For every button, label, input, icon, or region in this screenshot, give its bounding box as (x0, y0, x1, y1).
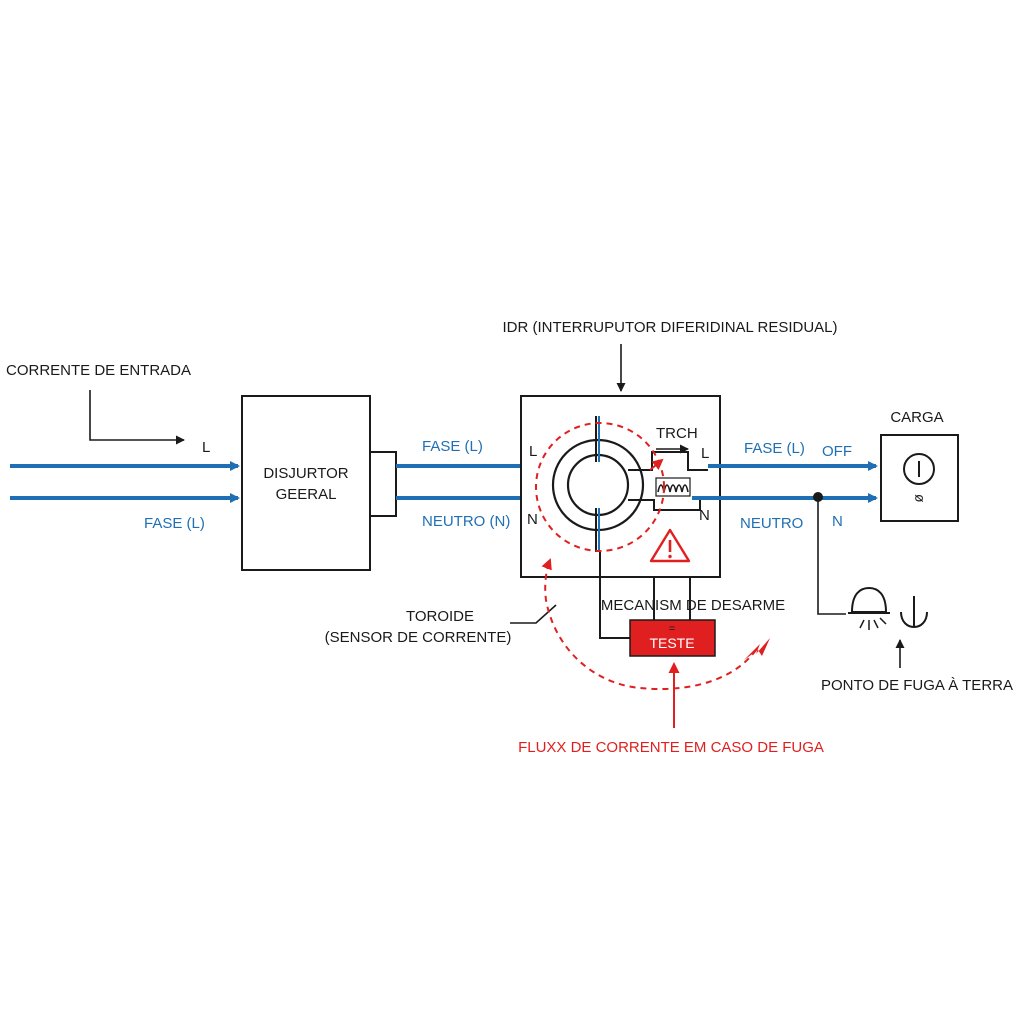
mechanism-wire-left (599, 552, 630, 639)
main-breaker-box (241, 395, 371, 571)
rcd-l-left-label: L (529, 443, 537, 460)
input-phase-label: FASE (L) (144, 515, 205, 532)
load-label: CARGA (890, 409, 943, 426)
trch-label: TRCH (656, 425, 698, 442)
toroid-pointer (510, 604, 557, 624)
rcd-l-right-label: L (701, 445, 709, 462)
input-l-label: L (202, 439, 210, 456)
toroid-label-line2: (SENSOR DE CORRENTE) (325, 629, 512, 646)
breaker-terminal (369, 451, 397, 517)
phase-in-label: FASE (L) (422, 438, 483, 455)
neutral-out-label: NEUTRO (740, 515, 803, 532)
breaker-label-line2: GEERAL (276, 486, 337, 503)
lamp-icon (848, 586, 890, 630)
warning-triangle-icon (649, 528, 691, 563)
leak-dashed-ring (535, 422, 665, 552)
test-button[interactable] (629, 619, 716, 657)
leak-flow-arc (541, 558, 757, 691)
neutral-in-label: NEUTRO (N) (422, 513, 510, 530)
leak-small-arrow (649, 458, 664, 471)
leak-flow-label: FLUXX DE CORRENTE EM CASO DE FUGA (518, 739, 824, 756)
rcd-internal-neutral (628, 498, 701, 511)
n-out-label: N (832, 513, 843, 530)
input-pointer-arrow (89, 390, 185, 445)
rcd-title: IDR (INTERRUPUTOR DIFERIDINAL RESIDUAL) (502, 319, 837, 336)
test-button-mark: = (669, 623, 675, 635)
toroid-label-line1: TOROIDE (406, 608, 474, 625)
input-current-label: CORRENTE DE ENTRADA (6, 362, 191, 379)
leak-point-label: PONTO DE FUGA À TERRA (821, 677, 1013, 694)
rcd-n-right-label: N (699, 507, 710, 524)
leak-path-wire (817, 497, 846, 615)
ground-icon (900, 596, 928, 628)
socket-ground-symbol: ᴓ (915, 489, 924, 505)
phase-out-label: FASE (L) (744, 440, 805, 457)
trip-coil-icon (655, 477, 691, 497)
mechanism-label: MECANISM DE DESARME (601, 597, 785, 614)
rcd-n-left-label: N (527, 511, 538, 528)
power-socket-icon (903, 453, 935, 485)
test-button-label: TESTE (649, 635, 694, 651)
breaker-label-line1: DISJURTOR (263, 465, 348, 482)
off-label: OFF (822, 443, 852, 460)
rcd-internal-phase (628, 451, 708, 471)
spark-icon (744, 638, 770, 660)
